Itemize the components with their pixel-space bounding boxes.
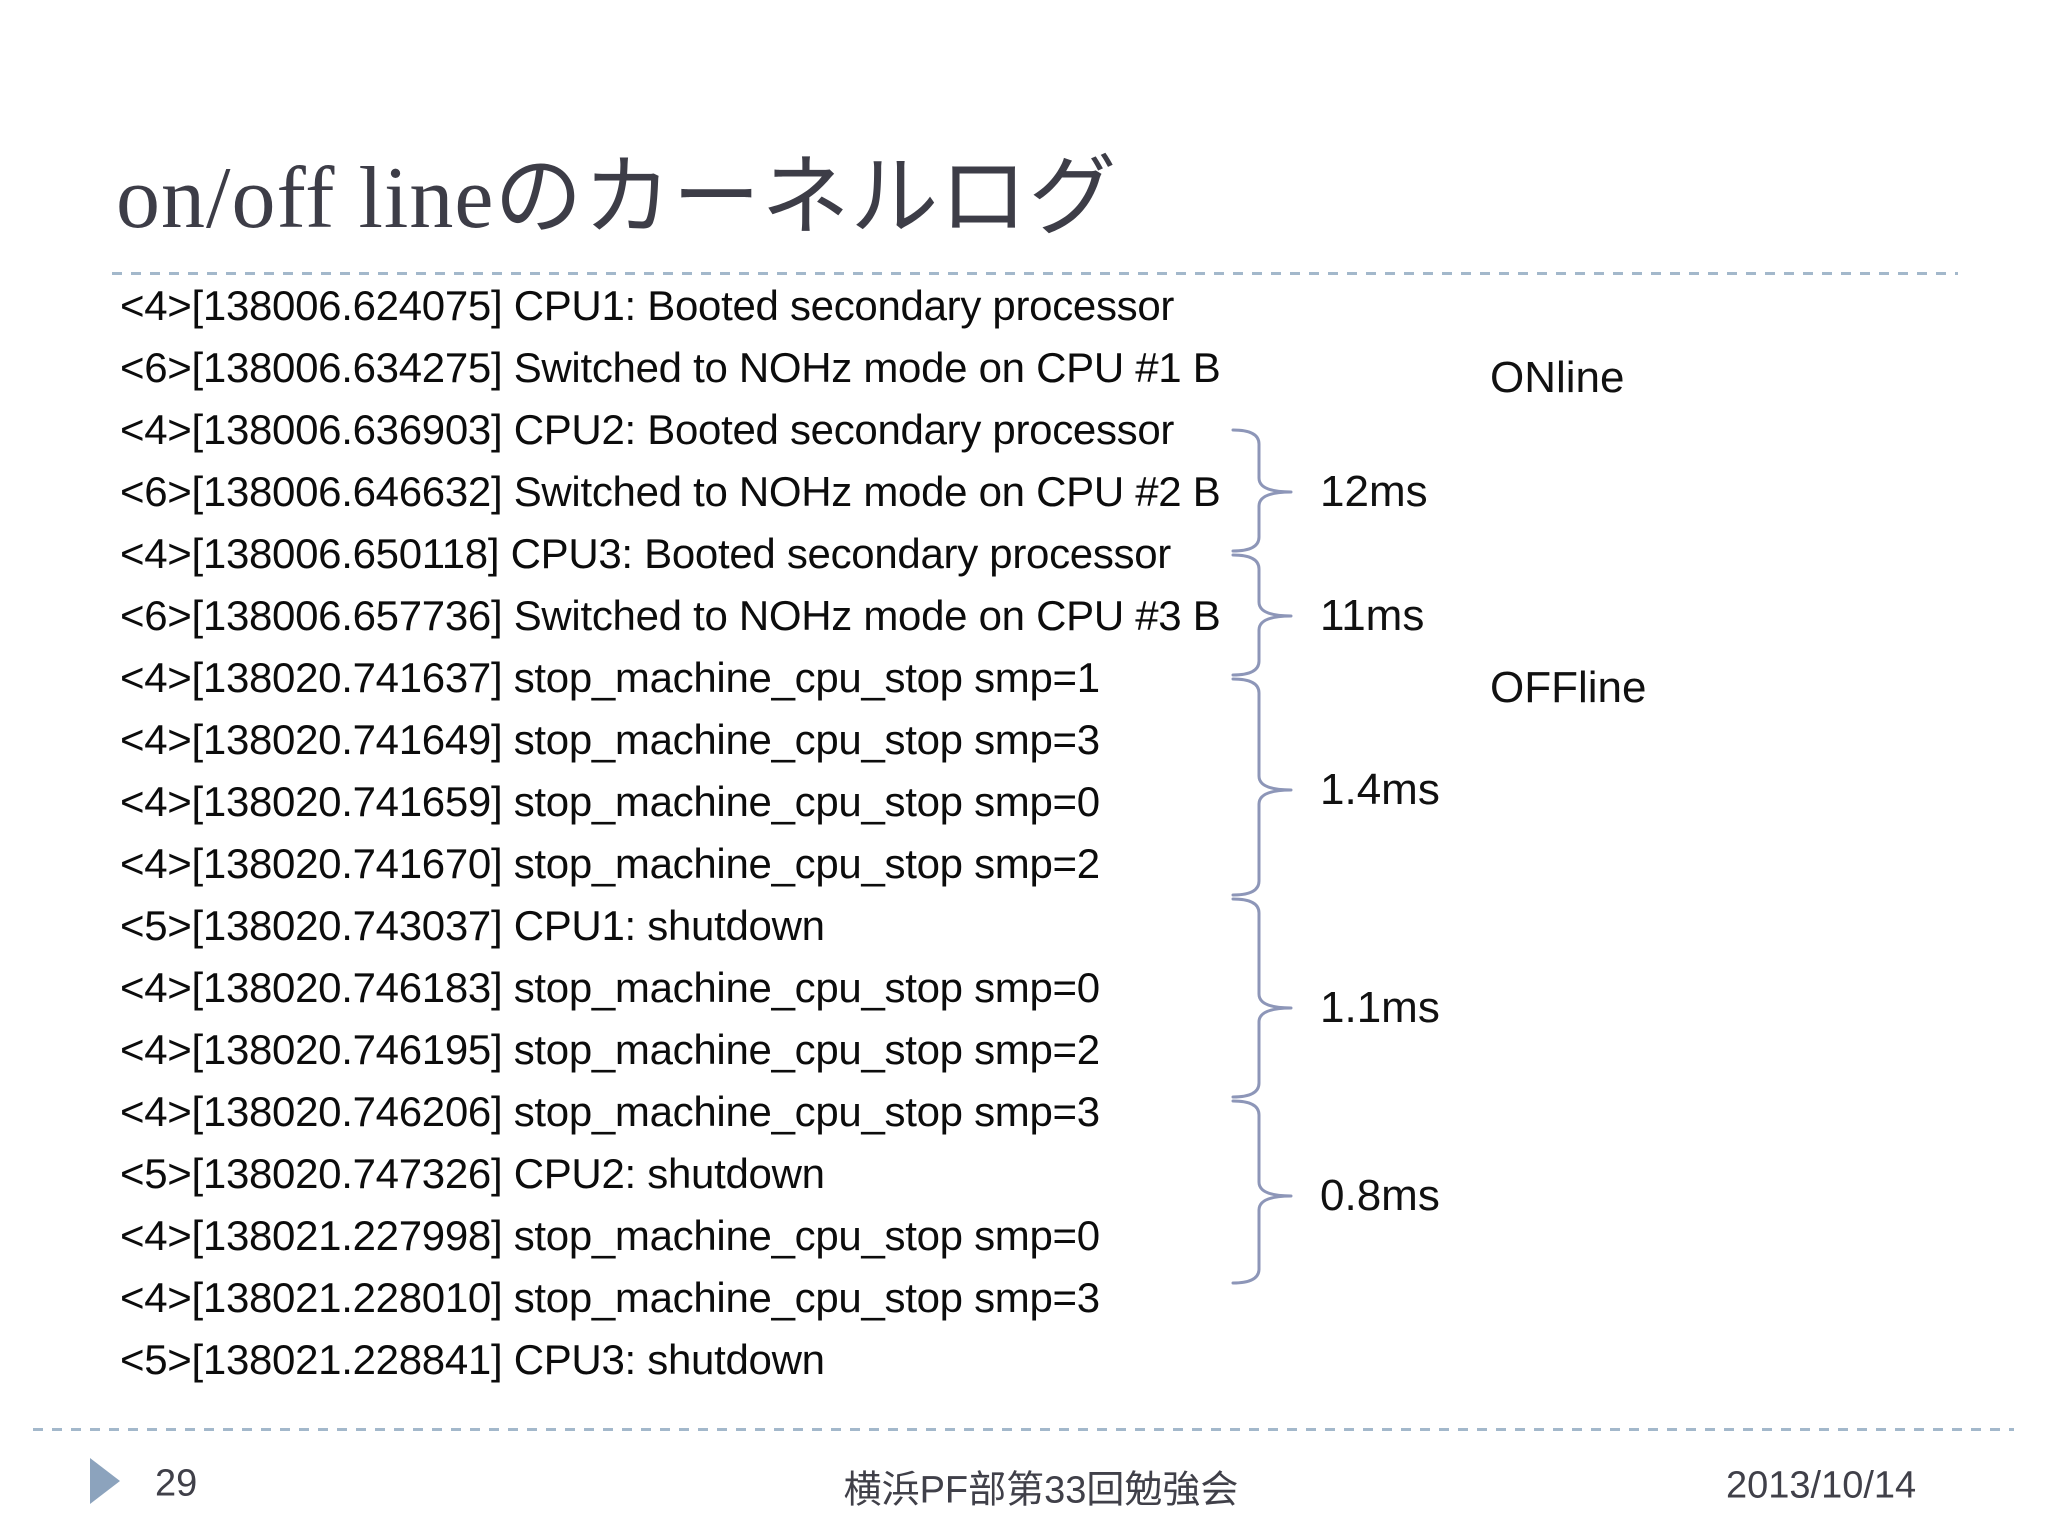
log-line: <6>[138006.634275] Switched to NOHz mode… <box>120 344 1221 391</box>
log-line: <4>[138020.746183] stop_machine_cpu_stop… <box>120 964 1100 1011</box>
log-line: <6>[138006.646632] Switched to NOHz mode… <box>120 468 1221 515</box>
page-number: 29 <box>155 1462 198 1505</box>
brace <box>1231 897 1293 1099</box>
duration-label: 12ms <box>1320 467 1428 516</box>
brace <box>1231 1099 1293 1285</box>
duration-label: 1.1ms <box>1320 983 1440 1032</box>
kernel-log: <4>[138006.624075] CPU1: Booted secondar… <box>120 275 1221 1391</box>
duration-label: 0.8ms <box>1320 1171 1440 1220</box>
log-line: <4>[138006.624075] CPU1: Booted secondar… <box>120 282 1175 329</box>
log-line: <4>[138020.741649] stop_machine_cpu_stop… <box>120 716 1100 763</box>
log-line: <4>[138021.227998] stop_machine_cpu_stop… <box>120 1212 1100 1259</box>
footer-arrow-icon <box>90 1458 120 1504</box>
log-line: <4>[138020.741637] stop_machine_cpu_stop… <box>120 654 1100 701</box>
footer-date: 2013/10/14 <box>1726 1464 1917 1507</box>
title-divider <box>112 272 1958 275</box>
log-line: <4>[138006.650118] CPU3: Booted secondar… <box>120 530 1171 577</box>
online-label: ONline <box>1490 353 1625 402</box>
log-line: <5>[138020.747326] CPU2: shutdown <box>120 1150 825 1197</box>
log-line: <5>[138020.743037] CPU1: shutdown <box>120 902 825 949</box>
footer-event-title: 横浜PF部第33回勉強会 <box>843 1469 1239 1512</box>
offline-label: OFFline <box>1490 663 1647 712</box>
brace <box>1231 553 1293 677</box>
page-title: on/off lineのカーネルログ <box>116 150 1118 247</box>
log-line: <4>[138020.746195] stop_machine_cpu_stop… <box>120 1026 1100 1073</box>
log-line: <4>[138020.741670] stop_machine_cpu_stop… <box>120 840 1100 887</box>
log-line: <4>[138020.746206] stop_machine_cpu_stop… <box>120 1088 1100 1135</box>
log-line: <4>[138006.636903] CPU2: Booted secondar… <box>120 406 1175 453</box>
duration-label: 1.4ms <box>1320 765 1440 814</box>
footer-divider <box>33 1428 2014 1431</box>
log-line: <4>[138020.741659] stop_machine_cpu_stop… <box>120 778 1100 825</box>
log-line: <6>[138006.657736] Switched to NOHz mode… <box>120 592 1221 639</box>
brace <box>1231 677 1293 897</box>
log-line: <5>[138021.228841] CPU3: shutdown <box>120 1336 825 1383</box>
brace <box>1231 428 1293 553</box>
log-line: <4>[138021.228010] stop_machine_cpu_stop… <box>120 1274 1100 1321</box>
duration-label: 11ms <box>1320 591 1425 640</box>
